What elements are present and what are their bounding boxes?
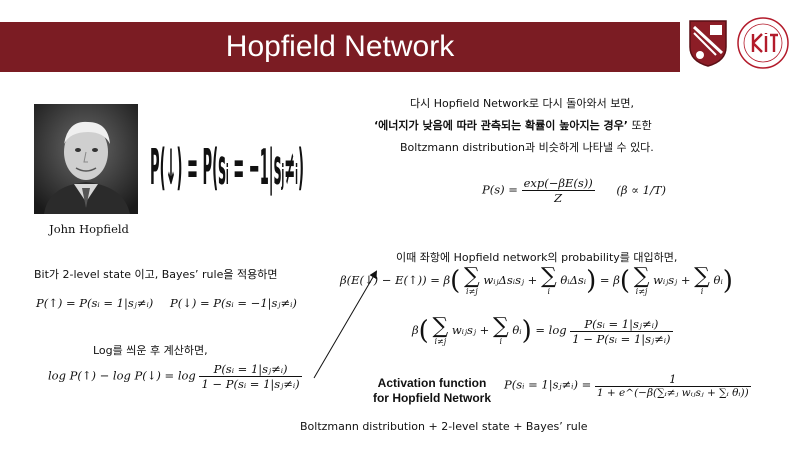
university-shield-logo bbox=[689, 20, 727, 67]
eq1-mid: = β bbox=[599, 273, 620, 287]
eq2-sum-2: ∑i bbox=[492, 314, 509, 346]
intro-line-3: Boltzmann distribution과 비슷하게 나타낼 수 있다. bbox=[400, 141, 654, 154]
eq1-sum-1: ∑i≠j bbox=[463, 264, 480, 296]
eq1-lparen: ( bbox=[450, 266, 461, 296]
p-up-formula: P(↑) = P(sᵢ = 1|sⱼ≠ᵢ) bbox=[36, 296, 154, 310]
eq2-numerator: P(sᵢ = 1|sⱼ≠ᵢ) bbox=[570, 317, 673, 332]
eq2-sum-1: ∑i≠j bbox=[432, 314, 449, 346]
kist-seal-logo bbox=[737, 17, 789, 69]
boltzmann-fraction: exp(−βE(s)) Z bbox=[521, 176, 595, 205]
activation-fraction: 1 1 + e^(−β(∑ᵢ≠ⱼ wᵢⱼsⱼ + ∑ᵢ θᵢ)) bbox=[594, 372, 751, 399]
bayes-intro: Bit가 2-level state 이고, Bayes’ rule을 적용하면 bbox=[34, 268, 278, 281]
substitute-intro: 이때 좌항에 Hopfield network의 probability를 대입… bbox=[396, 251, 678, 264]
intro-line-2-rest: 또한 bbox=[627, 119, 652, 132]
activation-lhs: P(sᵢ = 1|sⱼ≠ᵢ) = bbox=[504, 377, 592, 392]
portrait-photo bbox=[34, 104, 138, 214]
eq1-sum-2: ∑i bbox=[540, 264, 557, 296]
photo-caption: John Hopfield bbox=[49, 222, 129, 236]
slide-title: Hopfield Network bbox=[225, 30, 455, 63]
intro-line-1: 다시 Hopfield Network로 다시 돌아와서 보면, bbox=[410, 97, 634, 110]
boltzmann-numerator: exp(−βE(s)) bbox=[521, 176, 595, 191]
title-bar bbox=[0, 22, 680, 72]
p-down-formula: P(↓) = P(sᵢ = −1|sⱼ≠ᵢ) bbox=[170, 296, 297, 310]
log-formula: log P(↑) − log P(↓) = log P(sᵢ = 1|sⱼ≠ᵢ)… bbox=[48, 362, 302, 391]
activation-denominator: 1 + e^(−β(∑ᵢ≠ⱼ wᵢⱼsⱼ + ∑ᵢ θᵢ)) bbox=[596, 387, 749, 399]
log-lhs: log P(↑) − log P(↓) = log bbox=[48, 368, 196, 383]
arrow-icon bbox=[313, 270, 378, 379]
intro-line-2-bold: ‘에너지가 낮음에 따라 관측되는 확률이 높아지는 경우’ bbox=[374, 119, 628, 132]
handwritten-formula-overlay: P(↓) = P(sᵢ = −1|sⱼ≠ᵢ) bbox=[148, 118, 308, 208]
boltzmann-formula: P(s) = exp(−βE(s)) Z (β ∝ 1/T) bbox=[482, 176, 666, 205]
eq2-term1: wᵢⱼsⱼ bbox=[451, 323, 476, 337]
eq2-lhs: β bbox=[412, 323, 419, 337]
intro-line-2: ‘에너지가 낮음에 따라 관측되는 확률이 높아지는 경우’ 또한 bbox=[374, 117, 652, 133]
eq2-term2: θᵢ bbox=[512, 323, 522, 337]
activation-label-line-2: for Hopfield Network bbox=[372, 391, 491, 405]
boltzmann-denominator: Z bbox=[554, 191, 563, 205]
boltzmann-lhs: P(s) = bbox=[482, 182, 518, 197]
eq2-denominator: 1 − P(sᵢ = 1|sⱼ≠ᵢ) bbox=[572, 331, 671, 346]
energy-diff-formula: β(E(↓) − E(↑)) = β( ∑i≠j wᵢⱼΔsᵢsⱼ + ∑i θ… bbox=[340, 264, 733, 296]
eq1-sum-3: ∑i≠j bbox=[633, 264, 650, 296]
eq1-term3: wᵢⱼsⱼ bbox=[653, 273, 678, 287]
svg-text:P(↓) = P(sᵢ = −1|sⱼ≠ᵢ): P(↓) = P(sᵢ = −1|sⱼ≠ᵢ) bbox=[150, 140, 304, 197]
log-odds-formula: β( ∑i≠j wᵢⱼsⱼ + ∑i θᵢ) = log P(sᵢ = 1|sⱼ… bbox=[412, 314, 673, 346]
log-numerator: P(sᵢ = 1|sⱼ≠ᵢ) bbox=[199, 362, 302, 377]
activation-formula: P(sᵢ = 1|sⱼ≠ᵢ) = 1 1 + e^(−β(∑ᵢ≠ⱼ wᵢⱼsⱼ … bbox=[504, 372, 751, 399]
eq1-term4: θᵢ bbox=[713, 273, 723, 287]
eq1-term2: θᵢΔsᵢ bbox=[560, 273, 587, 287]
log-denominator: 1 − P(sᵢ = 1|sⱼ≠ᵢ) bbox=[201, 377, 300, 391]
eq1-term1: wᵢⱼΔsᵢsⱼ bbox=[483, 273, 525, 287]
activation-label: Activation function for Hopfield Network bbox=[366, 376, 498, 406]
activation-numerator: 1 bbox=[594, 372, 751, 387]
activation-label-line-1: Activation function bbox=[377, 376, 487, 390]
eq1-lhs: β(E(↓) − E(↑)) = β bbox=[340, 273, 451, 287]
eq2-fraction: P(sᵢ = 1|sⱼ≠ᵢ) 1 − P(sᵢ = 1|sⱼ≠ᵢ) bbox=[570, 317, 673, 346]
footer-summary: Boltzmann distribution + 2-level state +… bbox=[300, 420, 588, 433]
eq2-rhs: = log bbox=[535, 323, 567, 337]
log-fraction: P(sᵢ = 1|sⱼ≠ᵢ) 1 − P(sᵢ = 1|sⱼ≠ᵢ) bbox=[199, 362, 302, 391]
log-intro: Log를 씌운 후 계산하면, bbox=[93, 344, 208, 357]
boltzmann-proportional: (β ∝ 1/T) bbox=[616, 182, 666, 197]
eq1-sum-4: ∑i bbox=[694, 264, 710, 296]
